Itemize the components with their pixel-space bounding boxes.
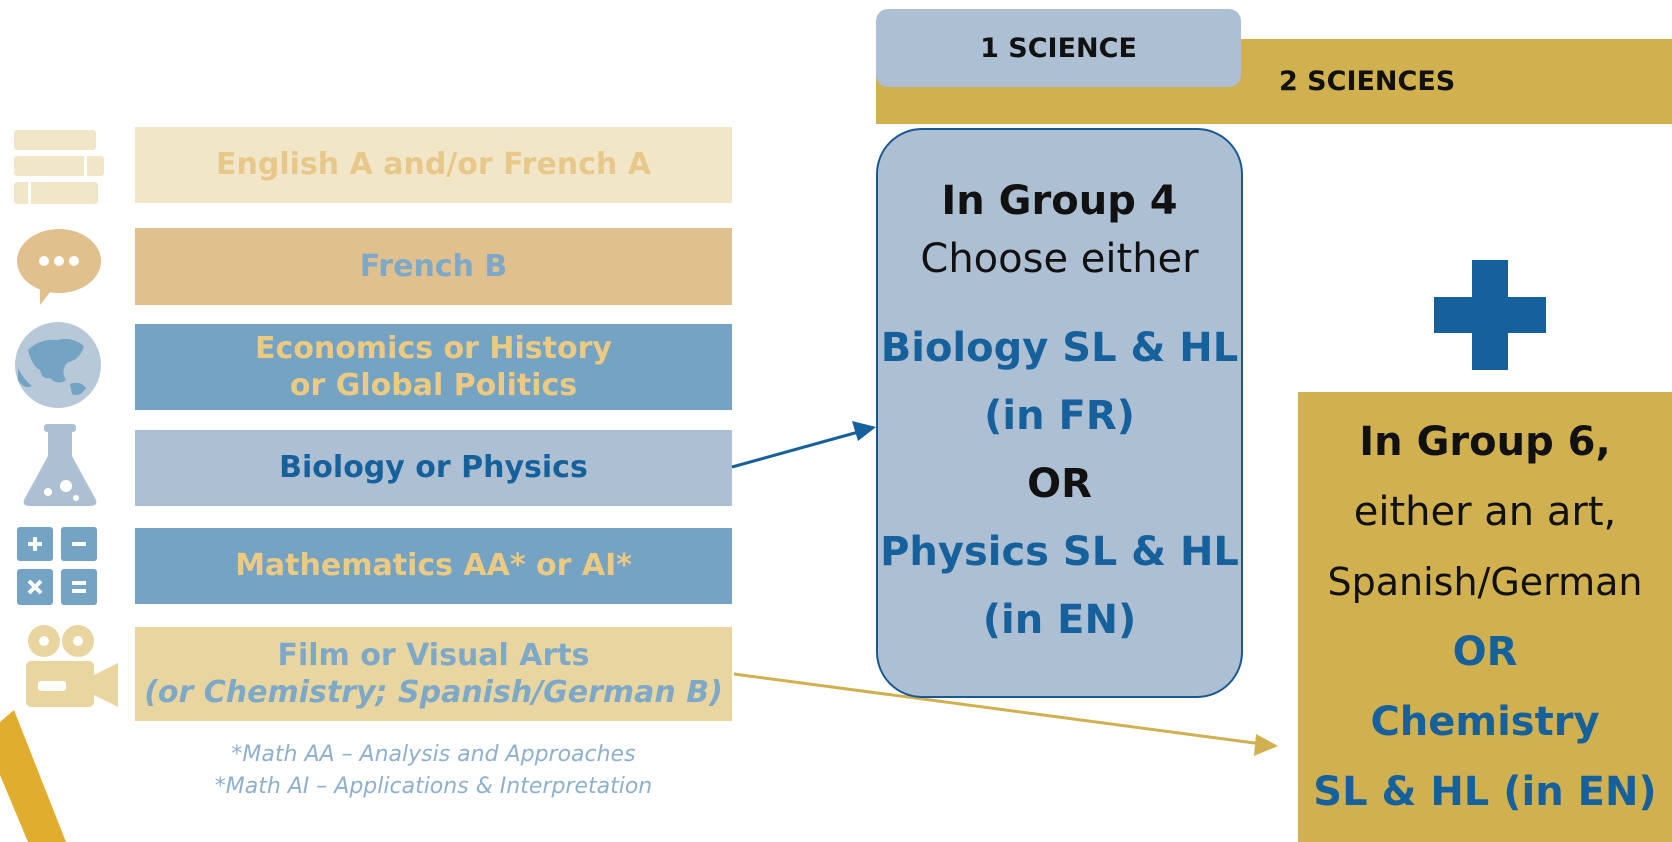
group4-title: In Group 4 [941, 178, 1178, 224]
group6-title: In Group 6, [1359, 419, 1611, 465]
film-camera-icon [26, 625, 118, 707]
arrowhead-group4 [852, 421, 876, 441]
subject-row-mathematics: Mathematics AA* or AI* [135, 528, 732, 604]
tab-label: 2 SCIENCES [1279, 66, 1456, 97]
subject-label: French B [359, 248, 508, 284]
group6-box: In Group 6, either an art, Spanish/Germa… [1298, 392, 1672, 842]
plus-icon [1434, 260, 1546, 370]
group4-option-physics: Physics SL & HL [880, 529, 1239, 575]
arrow-to-group6 [733, 672, 1263, 746]
subject-row-individuals-societies: Economics or History or Global Politics [135, 324, 732, 410]
subject-label: or Global Politics [289, 368, 578, 403]
subject-label: Economics or History [255, 330, 612, 366]
group4-option-biology-lang: (in FR) [984, 393, 1135, 439]
group6-line: Spanish/German [1327, 560, 1643, 604]
group4-subtitle: Choose either [920, 236, 1199, 282]
subject-row-languageA: English A and/or French A [135, 127, 732, 203]
subject-label: Film or Visual Arts [277, 637, 590, 673]
group4-box: In Group 4 Choose either Biology SL & HL… [876, 128, 1243, 698]
footnote: *Math AI – Applications & Interpretation [214, 774, 653, 799]
subject-label-italic: (or Chemistry; Spanish/German B) [144, 675, 723, 710]
arrowhead-group6 [1254, 734, 1278, 756]
globe-icon [15, 322, 101, 408]
group4-or: OR [1027, 461, 1092, 507]
tab-label: 1 SCIENCE [980, 32, 1137, 64]
books-icon [14, 130, 104, 206]
subject-row-languageB: French B [135, 228, 732, 305]
subject-label: English A and/or French A [216, 147, 651, 183]
decorative-stripe [0, 710, 66, 842]
group4-option-biology: Biology SL & HL [880, 325, 1239, 371]
speech-bubble-icon [17, 229, 101, 305]
flask-icon [23, 424, 97, 506]
group6-or: OR [1452, 629, 1518, 675]
calculator-icon [17, 527, 97, 605]
tab-one-science: 1 SCIENCE [876, 9, 1241, 87]
group6-chemistry: Chemistry [1370, 699, 1600, 745]
footnote: *Math AA – Analysis and Approaches [231, 742, 636, 767]
subject-label: Biology or Physics [279, 450, 588, 486]
subject-row-arts: Film or Visual Arts (or Chemistry; Spani… [135, 627, 732, 721]
arrow-to-group4 [731, 429, 863, 469]
group6-line: either an art, [1353, 489, 1617, 535]
subject-row-sciences: Biology or Physics [135, 430, 732, 506]
group4-option-physics-lang: (in EN) [982, 597, 1137, 643]
group6-chemistry-level: SL & HL (in EN) [1313, 769, 1657, 815]
subject-label: Mathematics AA* or AI* [235, 548, 632, 584]
